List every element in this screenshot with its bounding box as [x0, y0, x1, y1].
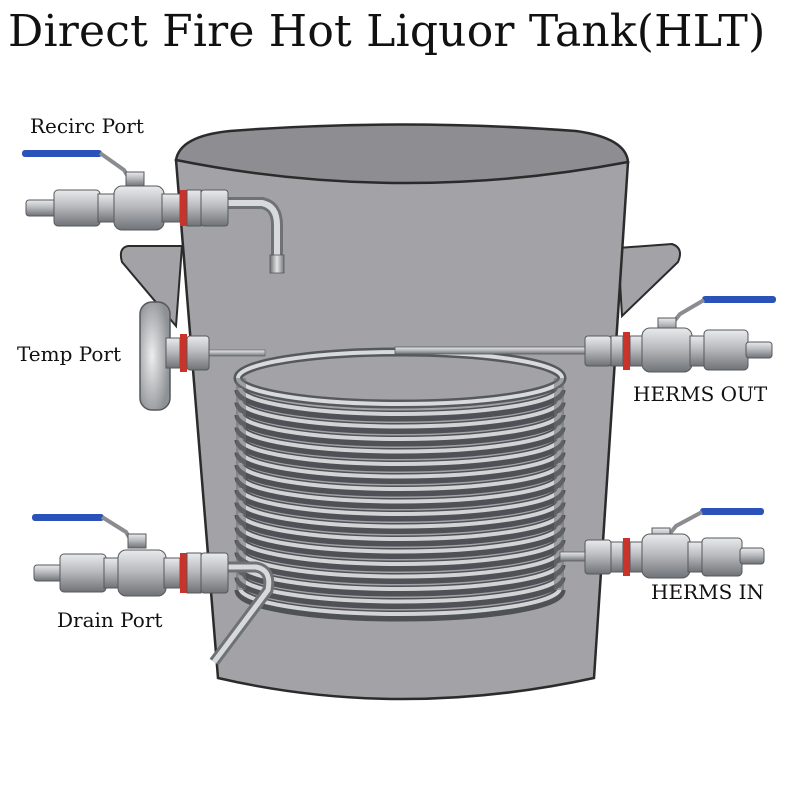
coil-turn-highlight — [238, 400, 562, 429]
right-pot-handle — [616, 242, 681, 319]
tank-rim — [174, 123, 630, 185]
coil-turn-highlight — [238, 500, 562, 529]
coil-turn-highlight — [238, 475, 562, 504]
thermometer-assembly — [139, 301, 210, 411]
coil-turn-highlight — [238, 575, 562, 604]
diagram-title: Direct Fire Hot Liquor Tank(HLT) — [8, 6, 766, 57]
recirc-gasket — [180, 190, 187, 226]
coil-turn-highlight — [238, 425, 562, 454]
coil-right-edge — [554, 378, 564, 590]
coil-turn-highlight — [238, 437, 562, 466]
herms-out-handle — [702, 296, 776, 303]
herms-in-label: HERMS IN — [651, 580, 765, 604]
recirc-port-label: Recirc Port — [30, 114, 144, 138]
coil-turn-highlight — [238, 487, 562, 516]
temp-port-label: Temp Port — [17, 342, 122, 366]
drain-handle — [32, 514, 104, 521]
coil-turn-highlight — [238, 450, 562, 479]
recirc-handle — [22, 150, 102, 157]
drain-port-assembly — [32, 514, 229, 597]
coil-turn-highlight — [238, 387, 562, 416]
drain-gasket — [180, 553, 187, 593]
temp-gasket — [180, 334, 187, 372]
coil-turn-highlight — [238, 512, 562, 541]
herms-out-assembly — [584, 296, 776, 373]
herms-in-gasket — [623, 538, 630, 576]
herms-out-label: HERMS OUT — [633, 382, 768, 406]
coil-turn-highlight — [238, 562, 562, 591]
coil-turn-highlight — [238, 462, 562, 491]
recirc-port-assembly — [22, 150, 229, 231]
coil-turn-highlight — [238, 412, 562, 441]
drain-port-label: Drain Port — [57, 608, 163, 632]
herms-coil — [233, 347, 567, 622]
temp-probe-stem — [199, 349, 266, 357]
herms-in-handle — [700, 508, 764, 515]
coil-turn-highlight — [238, 537, 562, 566]
herms-out-gasket — [623, 332, 630, 370]
herms-in-assembly — [584, 508, 765, 579]
coil-left-edge — [236, 378, 246, 590]
coil-turn-highlight — [238, 525, 562, 554]
herms-out-pipe — [394, 346, 591, 355]
